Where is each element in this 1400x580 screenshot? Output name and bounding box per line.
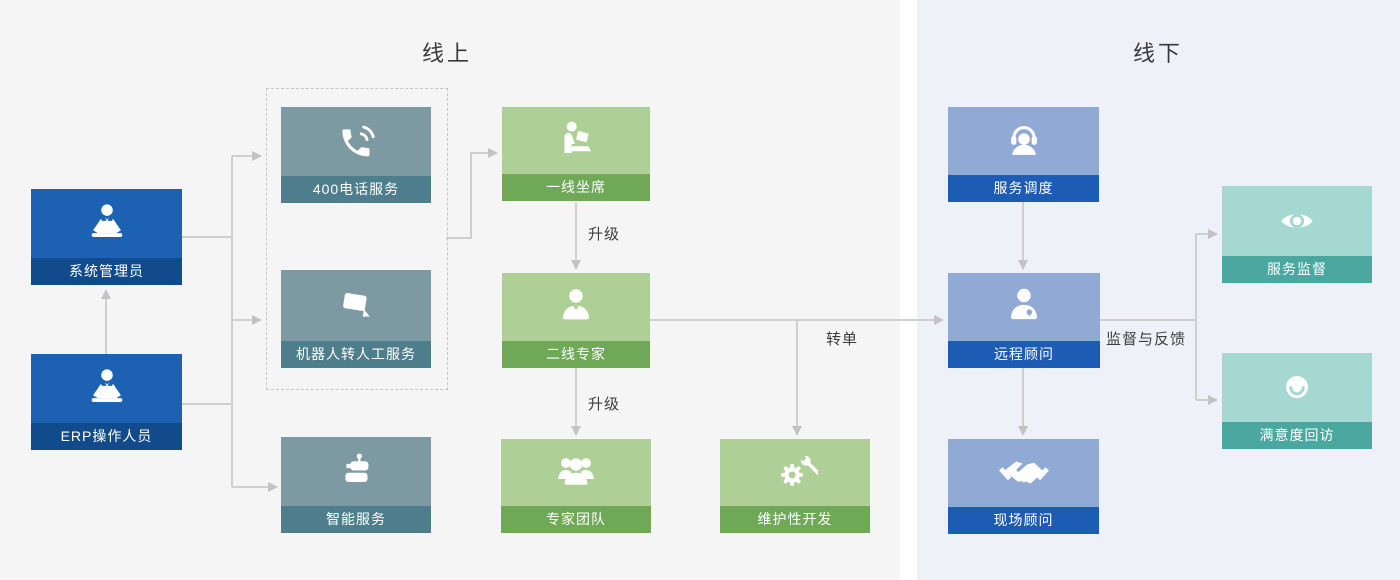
edge-label-transfer: 转单: [826, 331, 859, 348]
node-phone-400: 400电话服务: [281, 107, 431, 203]
person-icon: [553, 284, 599, 330]
node-label: 400电话服务: [281, 176, 431, 203]
edge-label-feedback: 监督与反馈: [1106, 331, 1187, 348]
node-label: 满意度回访: [1222, 422, 1372, 449]
operator-desk-icon: [84, 201, 130, 247]
phone-icon: [333, 119, 379, 165]
node-system-admin: 系统管理员: [31, 189, 182, 285]
headset-icon: [1001, 118, 1047, 164]
node-smart-service: 智能服务: [281, 437, 431, 533]
node-service-supervision: 服务监督: [1222, 186, 1372, 283]
eye-icon: [1272, 198, 1322, 244]
smiley-icon: [1274, 365, 1320, 411]
node-second-line-expert: 二线专家: [502, 273, 650, 368]
operator-desk-icon: [84, 366, 130, 412]
node-label: 服务监督: [1222, 256, 1372, 283]
node-label: 一线坐席: [502, 174, 650, 201]
node-label: 二线专家: [502, 341, 650, 368]
node-erp-operator: ERP操作人员: [31, 354, 182, 450]
node-robot-to-human: 机器人转人工服务: [281, 270, 431, 368]
node-onsite-consultant: 现场顾问: [948, 439, 1099, 534]
node-expert-team: 专家团队: [501, 439, 651, 533]
agent-laptop-icon: [553, 118, 599, 164]
node-label: 机器人转人工服务: [281, 341, 431, 368]
node-satisfaction-followup: 满意度回访: [1222, 353, 1372, 449]
gear-wrench-icon: [772, 450, 818, 496]
node-label: 维护性开发: [720, 506, 870, 533]
node-label: 智能服务: [281, 506, 431, 533]
node-first-line-seat: 一线坐席: [502, 107, 650, 201]
edge-label-upgrade-2: 升级: [588, 396, 621, 413]
robot-icon: [333, 449, 379, 495]
edge-label-upgrade-1: 升级: [588, 226, 621, 243]
node-label: ERP操作人员: [31, 423, 182, 450]
edge-group-to-first-line: [446, 148, 498, 239]
team-icon: [552, 449, 600, 497]
node-remote-consultant: 远程顾问: [948, 273, 1100, 368]
node-label: 服务调度: [948, 175, 1099, 202]
node-label: 专家团队: [501, 506, 651, 533]
laptop-icon: [333, 283, 379, 329]
offline-section-title: 线下: [1132, 41, 1183, 66]
node-label: 远程顾问: [948, 341, 1100, 368]
node-maintenance-dev: 维护性开发: [720, 439, 870, 533]
phone-service-group-frame: [266, 88, 448, 390]
handshake-icon: [998, 450, 1049, 496]
person-heart-icon: [1001, 284, 1047, 330]
node-service-dispatch: 服务调度: [948, 107, 1099, 202]
node-label: 现场顾问: [948, 507, 1099, 534]
online-section-title: 线上: [421, 41, 472, 66]
node-label: 系统管理员: [31, 258, 182, 285]
